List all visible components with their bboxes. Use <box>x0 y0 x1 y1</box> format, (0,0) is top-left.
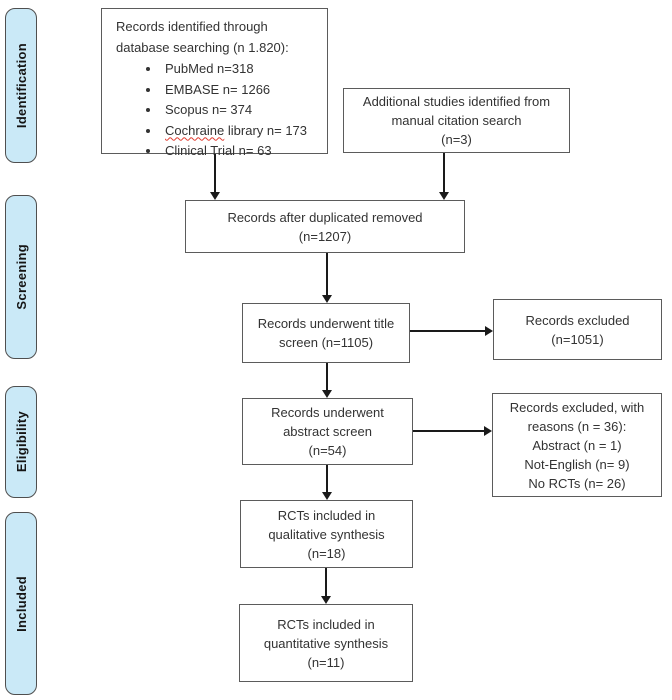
arrow-abstract-screen-to-qualitative <box>322 465 332 500</box>
arrowhead-down-icon <box>210 192 220 200</box>
arrow-additional-to-dedup <box>439 153 449 200</box>
arrow-stem <box>326 363 328 390</box>
box-records-excluded-reasons: Records excluded, with reasons (n = 36):… <box>492 393 662 497</box>
arrowhead-right-icon <box>485 326 493 336</box>
arrowhead-down-icon <box>439 192 449 200</box>
box-records-excluded-title: Records excluded (n=1051) <box>493 299 662 360</box>
stage-included-label: Included <box>13 575 29 632</box>
box-title-screen: Records underwent title screen (n=1105) <box>242 303 410 363</box>
database-source-item: Clinical Trial n= 63 <box>161 141 323 162</box>
box-qualitative-synthesis: RCTs included in qualitative synthesis (… <box>240 500 413 568</box>
stage-identification: Identification <box>5 8 37 163</box>
stage-included: Included <box>5 512 37 695</box>
arrow-qualitative-to-quantitative <box>321 568 331 604</box>
box-abstract-screen-text: Records underwent abstract screen (n=54) <box>271 405 384 458</box>
box-records-excluded-reasons-text: Records excluded, with reasons (n = 36):… <box>509 399 645 491</box>
box-additional-studies-text: Additional studies identified from manua… <box>362 94 551 147</box>
database-source-item: Scopus n= 374 <box>161 100 323 121</box>
box-records-excluded-title-text: Records excluded (n=1051) <box>525 312 630 347</box>
box-title-screen-text: Records underwent title screen (n=1105) <box>257 316 395 350</box>
arrowhead-down-icon <box>322 390 332 398</box>
arrow-title-screen-to-excluded <box>410 326 493 336</box>
arrow-stem <box>413 430 484 432</box>
box-additional-studies: Additional studies identified from manua… <box>343 88 570 153</box>
database-source-item: PubMed n=318 <box>161 59 323 80</box>
arrow-dedup-to-title-screen <box>322 253 332 303</box>
arrow-identified-to-dedup <box>210 154 220 200</box>
arrow-stem <box>325 568 327 596</box>
arrow-stem <box>326 465 328 492</box>
arrow-stem <box>410 330 485 332</box>
box-abstract-screen: Records underwent abstract screen (n=54) <box>242 398 413 465</box>
arrow-abstract-screen-to-excluded <box>413 426 492 436</box>
box-records-identified-content: Records identified through database sear… <box>102 9 327 162</box>
box-records-after-dedup-text: Records after duplicated removed (n=1207… <box>227 209 423 244</box>
stage-screening: Screening <box>5 195 37 359</box>
arrow-stem <box>326 253 328 295</box>
arrow-title-screen-to-abstract-screen <box>322 363 332 398</box>
arrowhead-down-icon <box>322 492 332 500</box>
arrow-stem <box>443 153 445 192</box>
box-records-identified-title: Records identified through database sear… <box>116 19 289 55</box>
stage-eligibility-label: Eligibility <box>13 411 29 473</box>
arrow-stem <box>214 154 216 192</box>
box-records-after-dedup: Records after duplicated removed (n=1207… <box>185 200 465 253</box>
box-quantitative-synthesis: RCTs included in quantitative synthesis … <box>239 604 413 682</box>
arrowhead-right-icon <box>484 426 492 436</box>
database-source-item: EMBASE n= 1266 <box>161 80 323 101</box>
stage-identification-label: Identification <box>13 42 29 129</box>
stage-eligibility: Eligibility <box>5 386 37 498</box>
arrowhead-down-icon <box>322 295 332 303</box>
database-source-list: PubMed n=318 EMBASE n= 1266 Scopus n= 37… <box>116 59 323 162</box>
stage-screening-label: Screening <box>13 244 29 310</box>
box-qualitative-synthesis-text: RCTs included in qualitative synthesis (… <box>268 507 385 561</box>
arrowhead-down-icon <box>321 596 331 604</box>
database-source-item: Cochraine library n= 173 <box>161 121 323 142</box>
box-records-identified: Records identified through database sear… <box>101 8 328 158</box>
misspelled-word: Cochraine <box>165 122 225 138</box>
box-quantitative-synthesis-text: RCTs included in quantitative synthesis … <box>263 616 389 670</box>
